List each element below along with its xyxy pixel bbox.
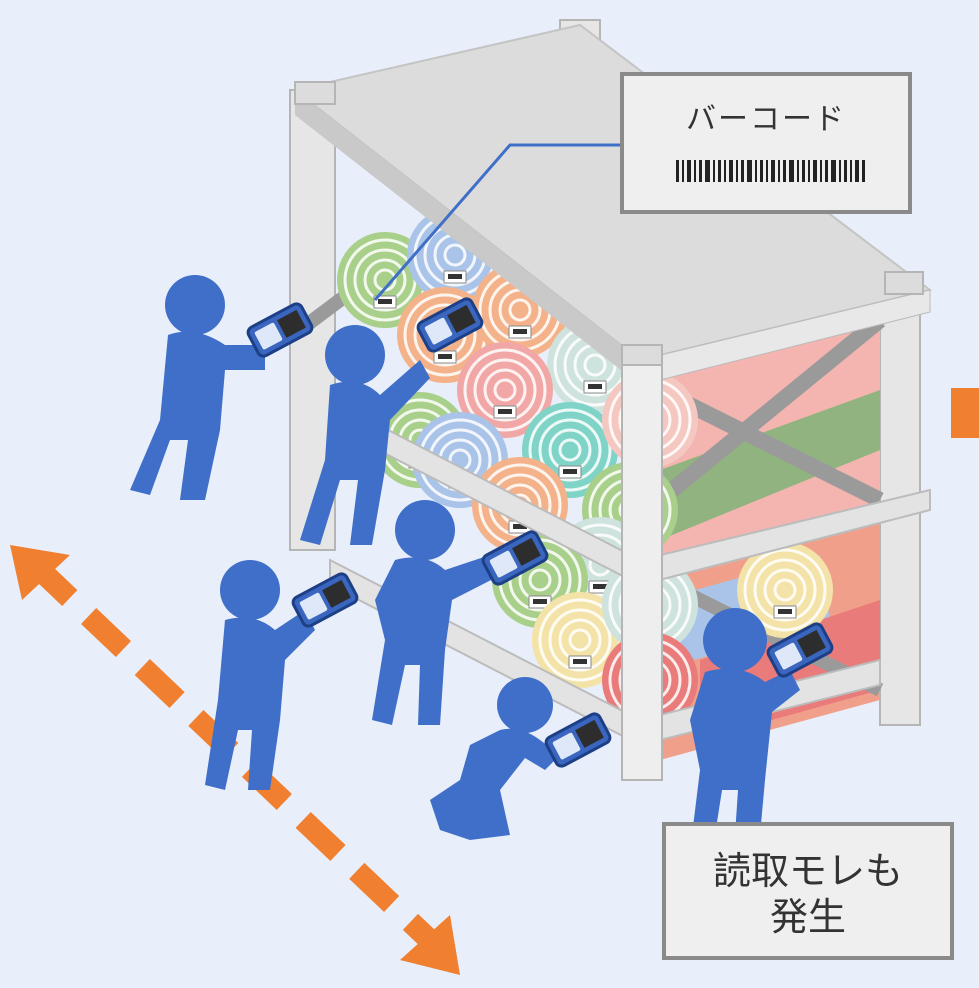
next-step-arrow-icon xyxy=(951,388,979,438)
barcode-icon xyxy=(676,160,865,182)
worker-1 xyxy=(130,275,316,500)
missed-reads-callout: 読取モレも 発生 xyxy=(662,822,954,960)
double-headed-arrow-icon xyxy=(10,545,460,975)
worker-5 xyxy=(430,677,614,840)
barcode-leader-line xyxy=(373,143,622,301)
barcode-label: バーコード xyxy=(686,102,846,137)
worker-4 xyxy=(372,500,551,725)
missed-reads-line1: 読取モレも xyxy=(712,849,903,893)
worker-6 xyxy=(690,608,836,835)
barcode-callout: バーコード xyxy=(620,72,912,214)
worker-2 xyxy=(300,295,486,545)
worker-3 xyxy=(205,560,361,790)
missed-reads-line2: 発生 xyxy=(769,895,846,939)
